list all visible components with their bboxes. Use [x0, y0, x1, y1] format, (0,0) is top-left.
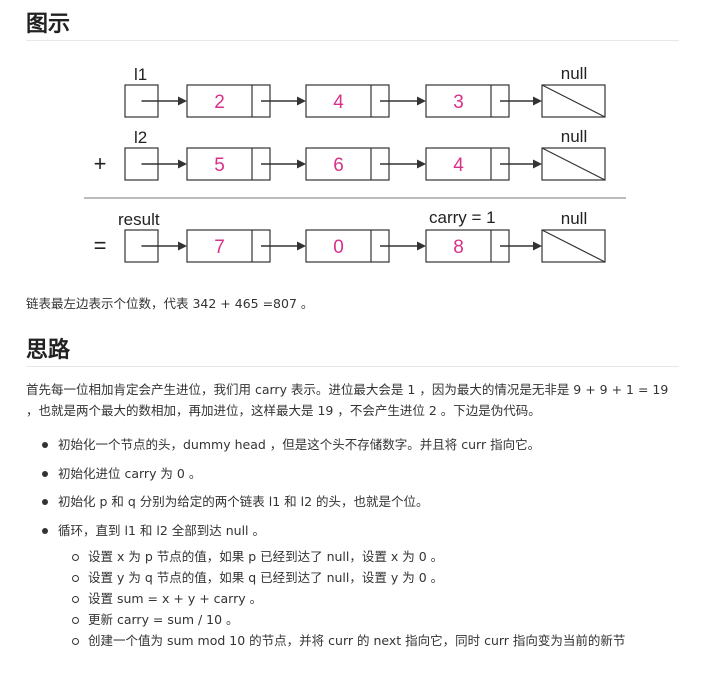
- pointer-arrow-head: [297, 96, 306, 106]
- node-value: 8: [453, 237, 464, 258]
- diagram-caption: 链表最左边表示个位数，代表 342 + 465 =807 。: [26, 296, 314, 311]
- null-diagonal: [541, 84, 606, 118]
- loop-step-item: 设置 y 为 q 节点的值，如果 q 已经到达了 null，设置 y 为 0 。: [72, 569, 443, 587]
- list-item-text: 循环，直到 l1 和 l2 全部到达 null 。: [58, 522, 265, 538]
- pointer-arrow-head: [533, 159, 542, 169]
- row-label: result: [118, 210, 160, 229]
- node-value: 5: [214, 155, 225, 176]
- null-label: null: [561, 127, 587, 146]
- section-heading-figure: 图示: [26, 12, 71, 37]
- section-heading-idea: 思路: [26, 338, 71, 363]
- list-item-text: 设置 y 为 q 节点的值，如果 q 已经到达了 null，设置 y 为 0 。: [88, 570, 444, 585]
- list-node: [425, 147, 510, 181]
- list-item-text: 设置 sum = x + y + carry 。: [88, 591, 263, 606]
- list-item-text: 初始化 p 和 q 分别为给定的两个链表 l1 和 l2 的头，也就是个位。: [58, 494, 429, 509]
- list-node: [186, 84, 271, 118]
- linked-list-diagram: l1 2 4 3 null l2 +5 6 4 null result = 7 0 8 null carry =…: [84, 64, 626, 263]
- bullet-marker: [42, 527, 48, 534]
- pointer-arrow-head: [297, 241, 306, 251]
- heading-underline: [26, 40, 679, 41]
- bullet-marker: [42, 470, 48, 477]
- list-node: [186, 229, 271, 263]
- pointer-arrow-head: [297, 159, 306, 169]
- pointer-arrow-head: [417, 159, 426, 169]
- list-item-text: 设置 x 为 p 节点的值，如果 p 已经到达了 null，设置 x 为 0 。: [88, 549, 444, 564]
- null-label: null: [561, 209, 587, 228]
- node-value: 6: [333, 155, 344, 176]
- list-item-text: 初始化一个节点的头，dummy head ，但是这个头不存储数字。并且将 cur…: [58, 437, 541, 452]
- pointer-arrow-head: [417, 241, 426, 251]
- bullet-marker: [42, 499, 48, 505]
- loop-step-item: 更新 carry = sum / 10 。: [72, 611, 239, 629]
- list-node: [305, 229, 390, 263]
- pointer-arrow-head: [178, 241, 187, 251]
- pointer-arrow-head: [178, 96, 187, 106]
- list-node: [305, 84, 390, 118]
- step-item: 初始化 p 和 q 分别为给定的两个链表 l1 和 l2 的头，也就是个位。: [42, 493, 429, 511]
- pointer-arrow-head: [178, 159, 187, 169]
- step-item: 初始化进位 carry 为 0 。: [42, 465, 201, 483]
- heading-underline: [26, 366, 679, 367]
- node-value: 7: [214, 237, 225, 258]
- null-diagonal: [541, 229, 606, 263]
- pointer-arrow-head: [417, 96, 426, 106]
- node-value: 0: [333, 237, 344, 258]
- row-operator: =: [94, 233, 107, 258]
- loop-step-item: 设置 x 为 p 节点的值，如果 p 已经到达了 null，设置 x 为 0 。: [72, 548, 443, 566]
- row-label: l2: [134, 128, 147, 147]
- null-label: null: [561, 64, 587, 83]
- bullet-marker: [72, 595, 79, 603]
- row-operator: +: [94, 151, 107, 176]
- list-node: [425, 229, 510, 263]
- bullet-marker: [42, 442, 48, 448]
- bullet-marker: [72, 553, 79, 561]
- bullet-marker: [72, 637, 79, 645]
- loop-step-item: 设置 sum = x + y + carry 。: [72, 590, 262, 608]
- bullet-marker: [72, 574, 79, 582]
- list-item-text: 创建一个值为 sum mod 10 的节点，并将 curr 的 next 指向它…: [88, 633, 626, 648]
- carry-label: carry = 1: [429, 208, 496, 227]
- loop-step-item: 创建一个值为 sum mod 10 的节点，并将 curr 的 next 指向它…: [72, 632, 625, 650]
- node-value: 2: [214, 92, 225, 113]
- list-node: [425, 84, 510, 118]
- pointer-arrow-head: [533, 241, 542, 251]
- node-value: 4: [453, 155, 464, 176]
- list-node: [305, 147, 390, 181]
- pointer-arrow-head: [533, 96, 542, 106]
- bullet-marker: [72, 616, 79, 624]
- list-item-text: 初始化进位 carry 为 0 。: [58, 465, 202, 481]
- list-node: [186, 147, 271, 181]
- node-value: 3: [453, 92, 464, 113]
- list-item-text: 更新 carry = sum / 10 。: [88, 612, 239, 627]
- node-value: 4: [333, 92, 344, 113]
- step-item: 初始化一个节点的头，dummy head ，但是这个头不存储数字。并且将 cur…: [42, 436, 540, 454]
- intro-paragraph: 首先每一位相加肯定会产生进位，我们用 carry 表示。进位最大会是 1 ，因为…: [26, 382, 669, 418]
- row-label: l1: [134, 65, 147, 84]
- step-item: 循环，直到 l1 和 l2 全部到达 null 。: [42, 522, 265, 540]
- null-diagonal: [541, 147, 606, 181]
